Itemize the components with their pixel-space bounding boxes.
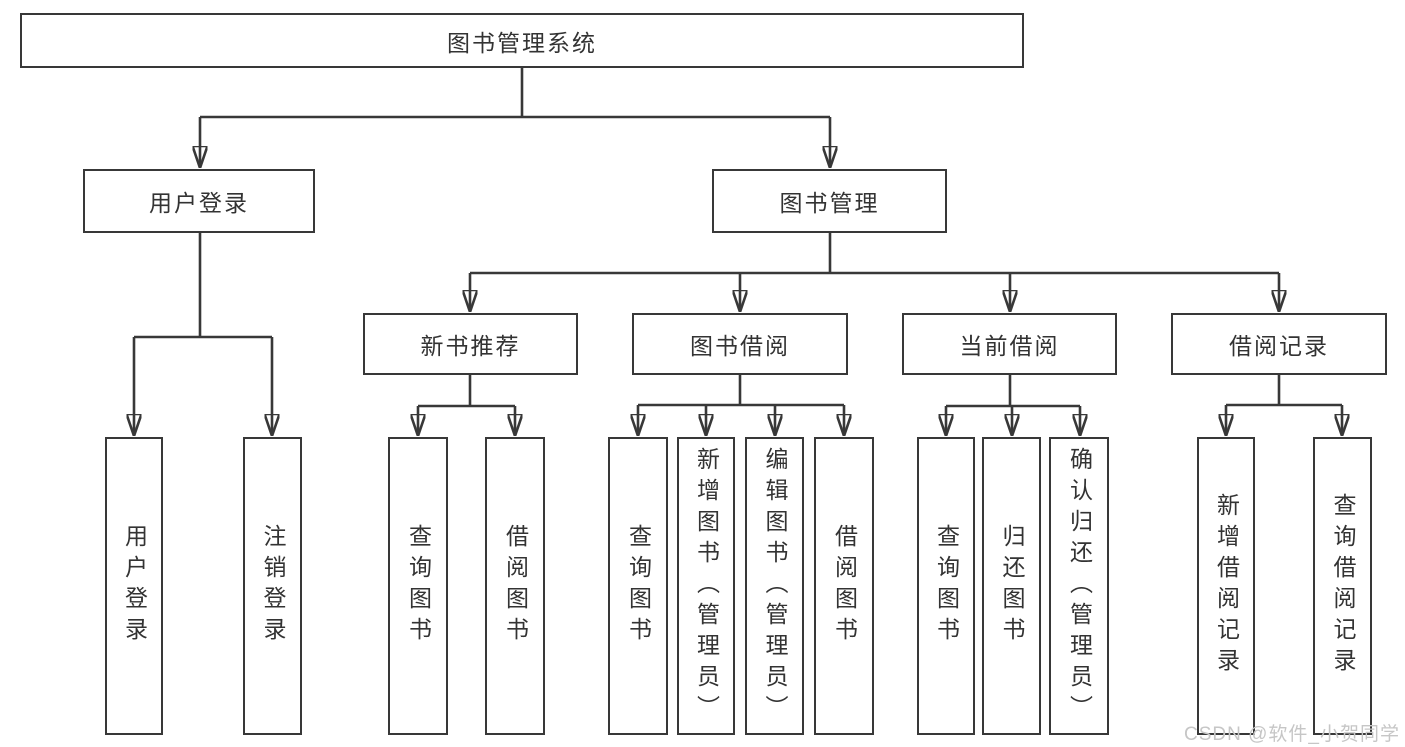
node-current-borrow: 当前借阅	[902, 313, 1117, 375]
leaf-edit-book-admin: 编辑图书（管理员）	[745, 437, 804, 735]
leaf-query-borrow-record: 查询借阅记录	[1313, 437, 1372, 735]
leaf-label: 编辑图书（管理员）	[762, 446, 788, 726]
leaf-borrow-book-1: 借阅图书	[485, 437, 545, 735]
csdn-watermark: CSDN @软件_小贺同学	[1184, 724, 1400, 745]
leaf-query-book-2: 查询图书	[608, 437, 668, 735]
node-new-book-recommend: 新书推荐	[363, 313, 578, 375]
leaf-query-book-1: 查询图书	[388, 437, 448, 735]
connector-current-borrow-children	[946, 375, 1080, 435]
node-borrow-record: 借阅记录	[1171, 313, 1387, 375]
leaf-logout: 注销登录	[243, 437, 302, 735]
node-book-borrow: 图书借阅	[632, 313, 848, 375]
node-root-system: 图书管理系统	[20, 13, 1024, 68]
leaf-borrow-book-2: 借阅图书	[814, 437, 874, 735]
leaf-add-borrow-record: 新增借阅记录	[1197, 437, 1255, 735]
leaf-label: 查询借阅记录	[1330, 493, 1356, 679]
connector-book-mgmt-to-level3	[470, 233, 1279, 311]
leaf-confirm-return-admin: 确认归还（管理员）	[1049, 437, 1109, 735]
node-book-management: 图书管理	[712, 169, 947, 233]
leaf-label: 查询图书	[625, 524, 652, 648]
node-user-login: 用户登录	[83, 169, 315, 233]
leaf-label: 归还图书	[999, 524, 1025, 648]
leaf-label: 注销登录	[260, 524, 286, 648]
leaf-label: 借阅图书	[831, 524, 858, 648]
connector-book-borrow-children	[638, 375, 844, 435]
leaf-label: 确认归还（管理员）	[1066, 446, 1093, 726]
connector-borrow-record-children	[1226, 375, 1342, 435]
leaf-label: 新增图书（管理员）	[693, 446, 720, 726]
leaf-label: 新增借阅记录	[1213, 493, 1240, 679]
leaf-return-book: 归还图书	[982, 437, 1041, 735]
leaf-add-book-admin: 新增图书（管理员）	[677, 437, 735, 735]
leaf-label: 借阅图书	[502, 524, 529, 648]
connector-new-book-children	[418, 375, 515, 435]
leaf-label: 查询图书	[933, 524, 960, 648]
leaf-label: 查询图书	[405, 524, 432, 648]
leaf-label: 用户登录	[121, 524, 148, 648]
leaf-user-login: 用户登录	[105, 437, 163, 735]
connector-root-to-level2	[200, 68, 830, 167]
leaf-query-book-3: 查询图书	[917, 437, 975, 735]
connector-user-login-children	[134, 233, 272, 435]
